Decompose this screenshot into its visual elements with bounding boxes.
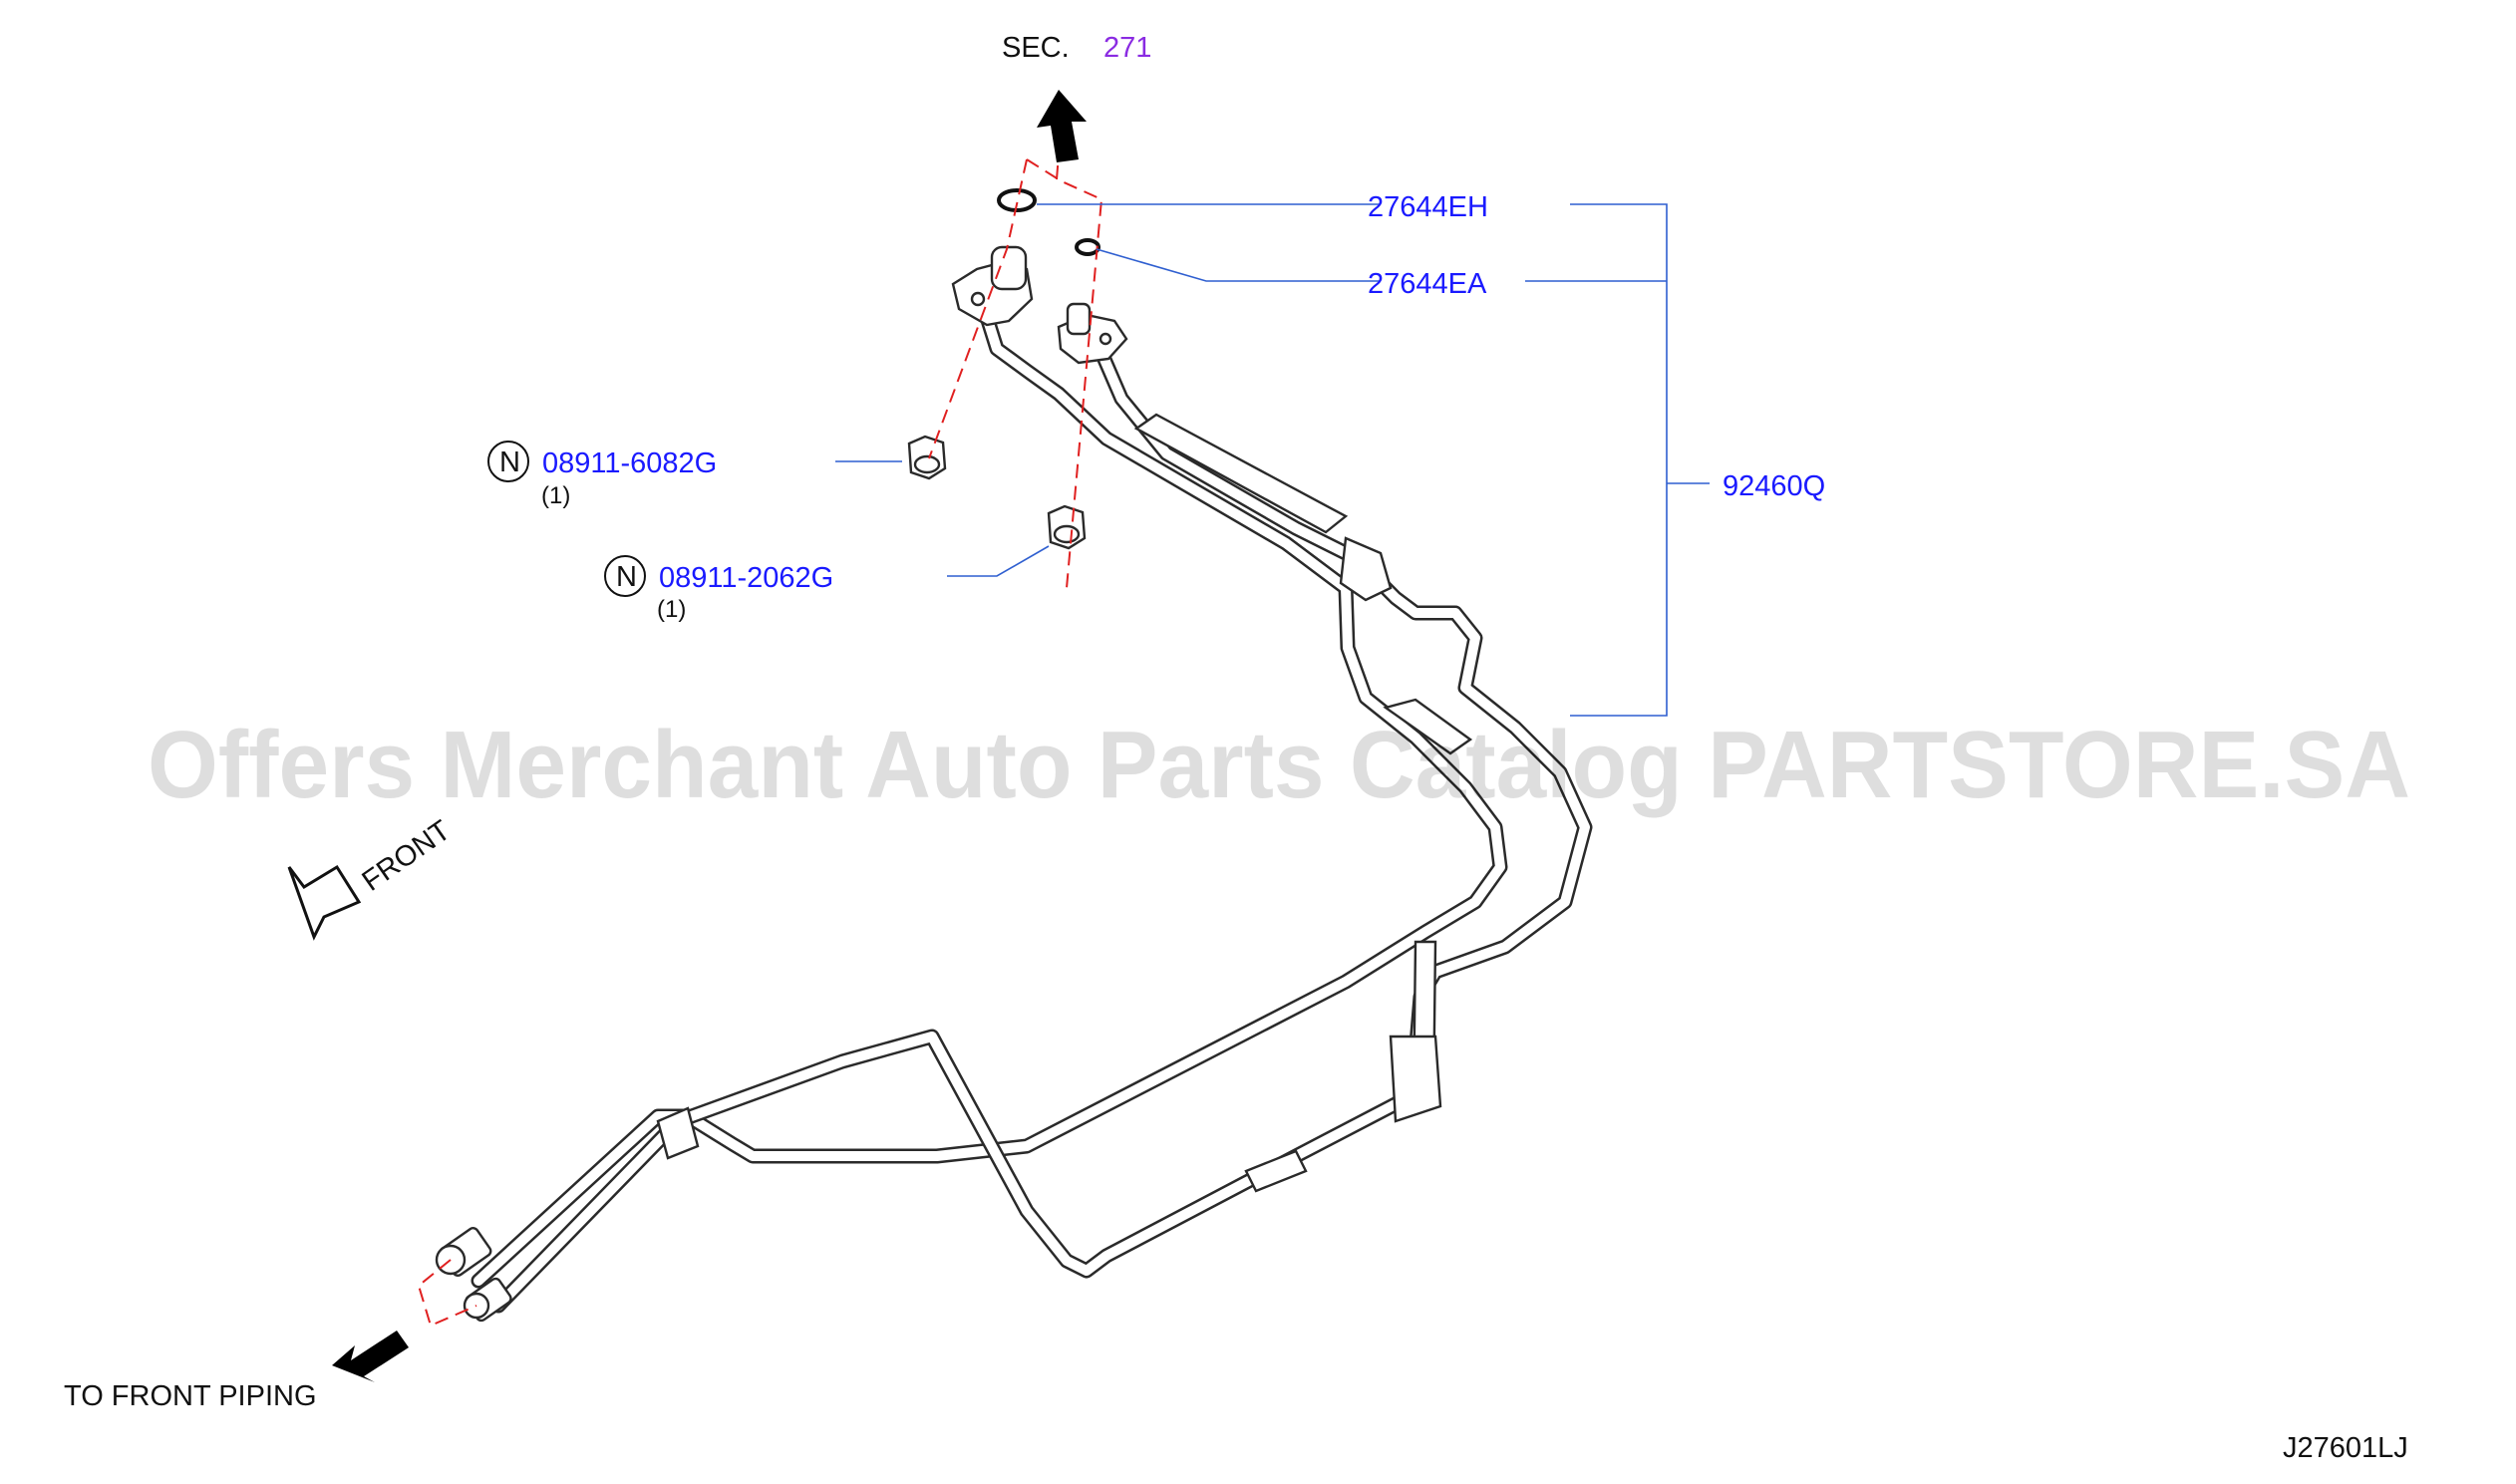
bottom-fitting-2 xyxy=(463,1277,512,1323)
to-front-piping-arrow-icon xyxy=(332,1331,409,1382)
oring-small-icon xyxy=(1075,238,1101,256)
callout-08911-2062G[interactable]: 08911-2062G xyxy=(659,562,833,594)
flange-2-boss xyxy=(1066,302,1092,336)
section-number[interactable]: 271 xyxy=(1103,32,1151,64)
leader-nut-2 xyxy=(947,545,1050,577)
dash-line-top xyxy=(1056,153,1060,180)
callout-27644EA[interactable]: 27644EA xyxy=(1368,268,1487,300)
dash-line-left xyxy=(928,158,1028,459)
section-arrow-icon xyxy=(1037,90,1087,162)
pipe-joint-middle xyxy=(1383,698,1473,755)
bracket-92460Q xyxy=(1570,203,1668,717)
pipe-elbow-upper xyxy=(1339,536,1393,602)
oring-large-icon xyxy=(997,188,1037,212)
alignment-lines xyxy=(417,153,1103,1328)
pipe-assembly xyxy=(435,245,1593,1323)
callout-27644EH[interactable]: 27644EH xyxy=(1368,191,1488,223)
pipe-line-b xyxy=(490,333,1593,1314)
diagram-id: J27601LJ xyxy=(2283,1432,2408,1464)
nut-2-qty: (1) xyxy=(657,596,686,623)
pipe-sleeve-lower-right xyxy=(1244,1149,1308,1193)
callout-92460Q[interactable]: 92460Q xyxy=(1723,470,1825,502)
section-prefix: SEC. xyxy=(1002,32,1070,64)
watermark-text: Offers Merchant Auto Parts Catalog PARTS… xyxy=(148,712,2410,818)
nut-2-icon xyxy=(1047,504,1087,550)
flange-1-bolt-hole xyxy=(970,291,986,307)
callout-08911-6082G[interactable]: 08911-6082G xyxy=(542,447,717,479)
nut-2-n-symbol: N xyxy=(616,561,637,593)
nut-1-icon xyxy=(907,435,947,480)
pipe-line-b-inner xyxy=(493,336,1590,1311)
nut-1-n-symbol: N xyxy=(499,446,520,478)
pipe-line-a-inner xyxy=(473,286,1505,1286)
to-front-piping-label: TO FRONT PIPING xyxy=(64,1380,317,1412)
flange-2-bolt-hole xyxy=(1099,332,1112,346)
bottom-fitting-1 xyxy=(435,1227,492,1277)
flange-1-boss xyxy=(990,245,1028,291)
nut-1-n-circle-icon xyxy=(487,441,529,482)
front-direction-label: FRONT xyxy=(357,814,457,898)
pipe-sleeve-upper xyxy=(1133,413,1349,534)
nut-2-n-circle-icon xyxy=(604,555,646,597)
leader-lines xyxy=(835,203,1710,717)
leader-27644EA xyxy=(1096,248,1381,282)
pipe-sleeve-lower-left xyxy=(656,1106,700,1160)
pipe-bracket xyxy=(1389,1035,1442,1123)
front-direction-arrow-icon xyxy=(287,864,362,941)
nut-1-qty: (1) xyxy=(541,482,570,509)
